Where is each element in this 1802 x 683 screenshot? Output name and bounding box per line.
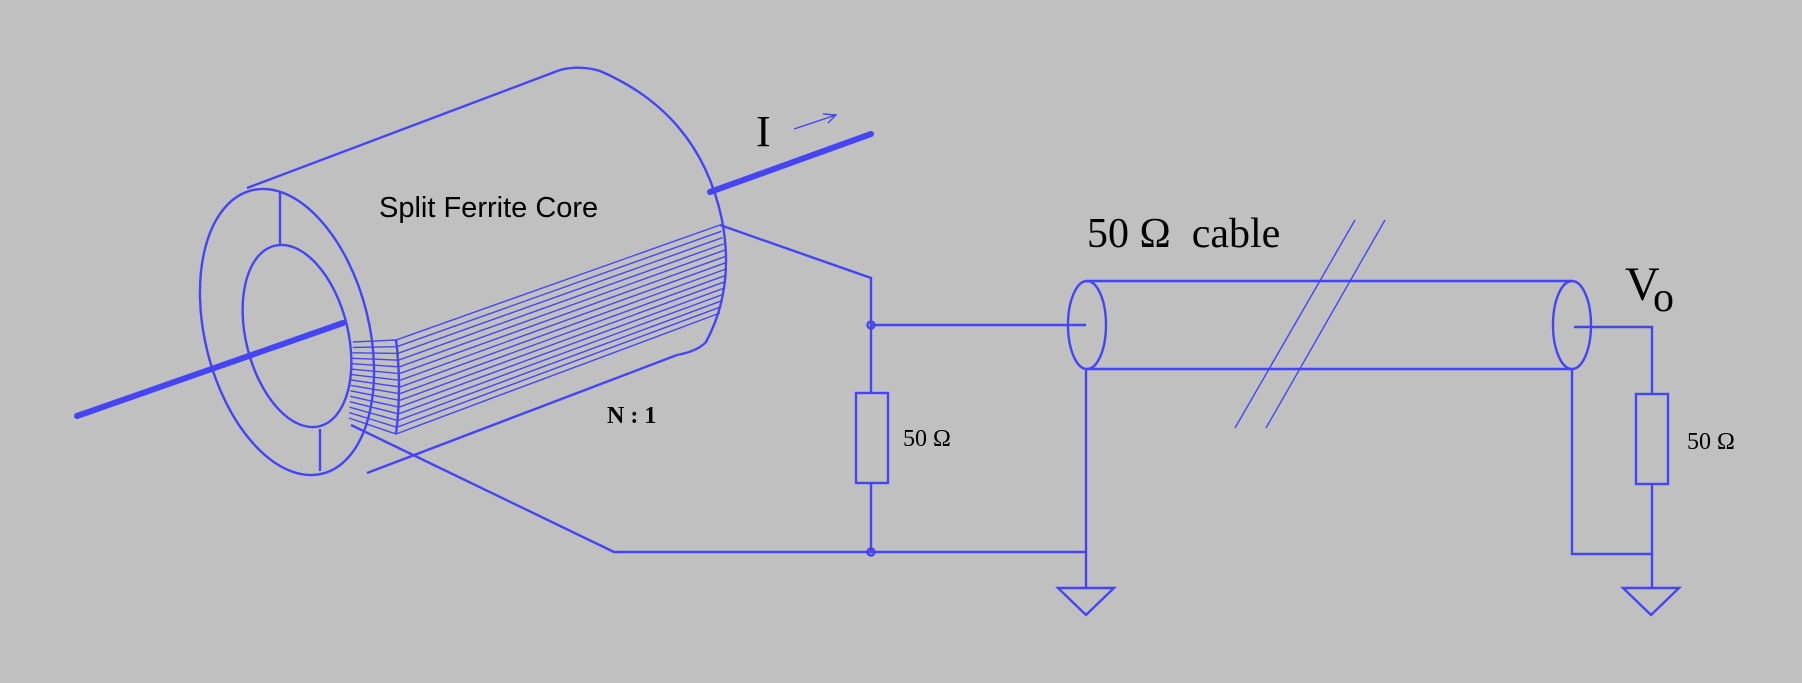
winding-turn bbox=[350, 268, 727, 388]
current-arrow-icon bbox=[793, 113, 838, 130]
primary-conductor-right bbox=[707, 131, 874, 195]
node-bottom bbox=[866, 547, 876, 557]
core-outer-face bbox=[198, 187, 376, 477]
secondary-winding bbox=[348, 224, 727, 435]
core-bottom-edge bbox=[366, 353, 678, 475]
primary-conductor-left bbox=[74, 320, 346, 419]
winding-front-edge bbox=[394, 339, 401, 435]
winding-lead-bottom bbox=[350, 423, 1086, 554]
winding-turn bbox=[349, 293, 724, 415]
current-label: I bbox=[756, 107, 771, 156]
core-inner-bore bbox=[241, 243, 353, 429]
ferrite-core bbox=[198, 66, 728, 477]
winding-turn bbox=[350, 274, 727, 395]
resistor-1-label: 50 Ω bbox=[903, 426, 951, 452]
cable-label: 50 Ω cable bbox=[1087, 211, 1280, 257]
core-label: Split Ferrite Core bbox=[379, 192, 598, 224]
core-top-edge bbox=[246, 68, 561, 190]
resistor-2 bbox=[1634, 392, 1670, 486]
turns-ratio-label: N : 1 bbox=[607, 403, 656, 429]
ground-icon-right bbox=[1620, 586, 1682, 617]
coax-cable bbox=[1066, 219, 1593, 429]
cable-end-right bbox=[1551, 279, 1593, 371]
resistor-2-label: 50 Ω bbox=[1687, 429, 1735, 455]
cable-break-mark bbox=[1234, 219, 1386, 429]
shield-ground-right bbox=[1570, 369, 1652, 556]
resistor-1 bbox=[854, 391, 890, 485]
core-back-arc bbox=[559, 66, 728, 357]
ground-icon-left bbox=[1055, 586, 1117, 617]
winding-turn bbox=[350, 280, 726, 402]
output-wire bbox=[1574, 325, 1654, 394]
winding-lead-top bbox=[719, 223, 873, 393]
winding-turn bbox=[349, 287, 725, 408]
output-voltage-label: V bbox=[1625, 258, 1660, 311]
output-voltage-subscript: o bbox=[1653, 275, 1674, 321]
